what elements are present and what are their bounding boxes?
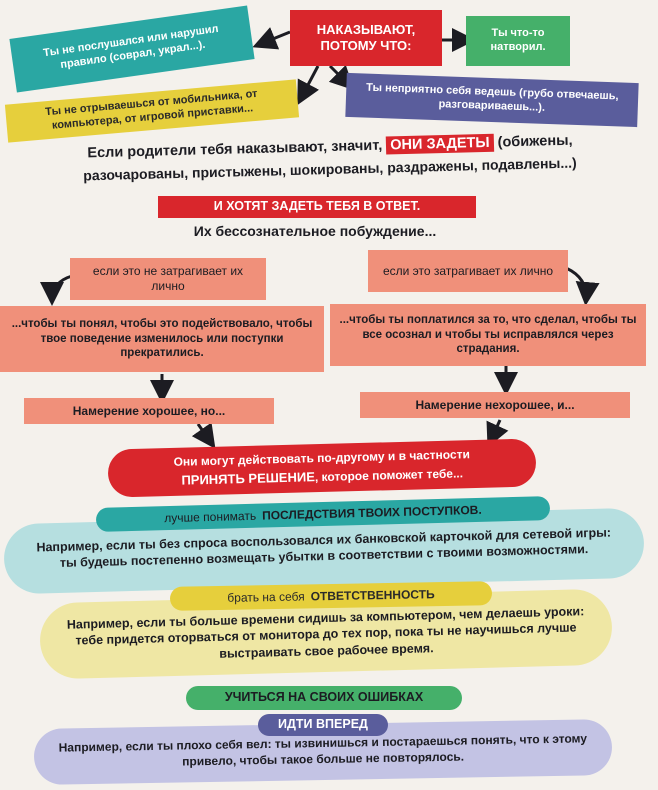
right-goal-box: ...чтобы ты поплатился за то, что сделал… xyxy=(330,304,646,366)
item-1-text-wrap: Например, если ты без спроса воспользова… xyxy=(34,524,615,572)
item-1-tag-lower: лучше понимать xyxy=(164,508,257,525)
left-goal-box: ...чтобы ты понял, чтобы это подействова… xyxy=(0,306,324,372)
right-condition-text: если это затрагивает их лично xyxy=(382,263,554,278)
item-4-tag-upper: ИДТИ ВПЕРЕД xyxy=(278,717,368,732)
item-2-tag-upper: ОТВЕТСТВЕННОСТЬ xyxy=(310,586,435,603)
center-box-text: НАКАЗЫВАЮТ, ПОТОМУ ЧТО: xyxy=(316,21,416,53)
right-green-text: Ты что-то натворил. xyxy=(490,27,546,53)
right-intent-box: Намерение нехорошее, и... xyxy=(360,392,630,418)
item-2-text-wrap: Например, если ты больше времени сидишь … xyxy=(53,603,598,666)
intro-sub-text: Их бессознательное побуждение... xyxy=(193,223,437,239)
item-2-tag-lower: брать на себя xyxy=(227,588,305,605)
item-4-text: Например, если ты плохо себя вел: ты изв… xyxy=(58,731,588,769)
item-1-tag-upper: ПОСЛЕДСТВИЯ ТВОИХ ПОСТУПКОВ. xyxy=(261,502,482,523)
center-box: НАКАЗЫВАЮТ, ПОТОМУ ЧТО: xyxy=(290,10,442,66)
arrow-to-left-yellow xyxy=(297,65,320,106)
intro-line-1-end: (обижены, xyxy=(497,132,573,151)
arrow-right-intent-to-decision xyxy=(486,419,509,448)
arrow-left-condition xyxy=(40,274,73,306)
right-purple-text: Ты неприятно себя ведешь (грубо отвечаеш… xyxy=(365,81,619,114)
left-intent-box: Намерение хорошее, но... xyxy=(24,398,274,424)
left-condition-box: если это не затрагивает их лично xyxy=(70,258,266,300)
banner-box: И ХОТЯТ ЗАДЕТЬ ТЕБЯ В ОТВЕТ. xyxy=(158,196,476,218)
item-4-tag: ИДТИ ВПЕРЕД xyxy=(258,714,388,736)
item-2-text: Например, если ты больше времени сидишь … xyxy=(66,604,585,661)
item-3-tag: УЧИТЬСЯ НА СВОИХ ОШИБКАХ xyxy=(186,686,462,710)
decision-highlight: ПРИНЯТЬ РЕШЕНИЕ xyxy=(181,469,316,488)
item-1-text: Например, если ты без спроса воспользова… xyxy=(36,525,612,571)
right-intent-text: Намерение нехорошее, и... xyxy=(415,397,575,412)
intro-highlight: ОНИ ЗАДЕТЫ xyxy=(386,133,494,155)
item-3-tag-upper: УЧИТЬСЯ НА СВОИХ ОШИБКАХ xyxy=(224,690,424,705)
decision-line-2-rest: , которое поможет тебе... xyxy=(314,466,464,485)
right-goal-text: ...чтобы ты поплатился за то, что сделал… xyxy=(339,314,637,356)
arrow-to-left-teal xyxy=(252,27,291,50)
left-goal-text: ...чтобы ты понял, чтобы это подействова… xyxy=(11,318,313,360)
right-green-box: Ты что-то натворил. xyxy=(466,16,570,66)
right-condition-box: если это затрагивает их лично xyxy=(368,250,568,292)
arrow-right-condition xyxy=(565,266,600,306)
left-condition-text: если это не затрагивает их лично xyxy=(92,264,244,293)
item-4-text-wrap: Например, если ты плохо себя вел: ты изв… xyxy=(48,731,598,772)
arrow-left-intent-to-decision xyxy=(191,422,216,449)
banner-text: И ХОТЯТ ЗАДЕТЬ ТЕБЯ В ОТВЕТ. xyxy=(213,199,421,214)
left-intent-text: Намерение хорошее, но... xyxy=(72,403,226,418)
intro-sub: Их бессознательное побуждение... xyxy=(150,222,480,240)
